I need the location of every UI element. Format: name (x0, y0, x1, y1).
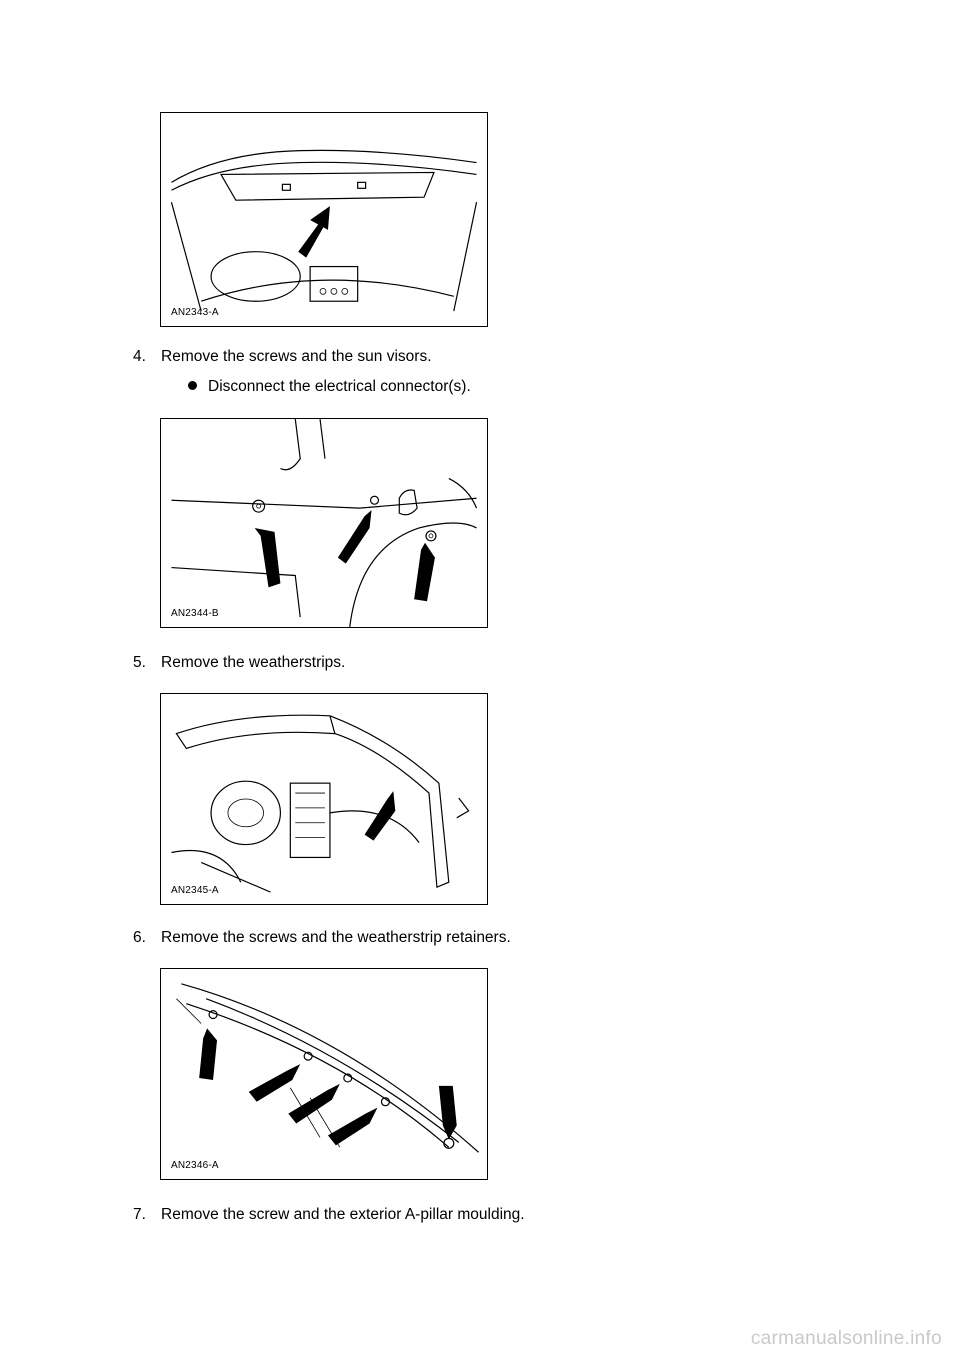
step-text: Remove the screw and the exterior A-pill… (161, 1206, 525, 1223)
figure-label: AN2343-A (171, 307, 219, 318)
step-4-bullet: Disconnect the electrical connector(s). (188, 378, 471, 396)
figure-label: AN2345-A (171, 885, 219, 896)
step-7: 7. Remove the screw and the exterior A-pi… (133, 1206, 525, 1224)
illustration-visor-screws (171, 419, 478, 627)
figure-an2345-a: AN2345-A (160, 693, 488, 905)
illustration-weatherstrip-retainers (176, 983, 479, 1153)
step-number: 6. (133, 929, 146, 946)
step-text: Remove the screws and the sun visors. (161, 348, 432, 365)
step-text: Remove the weatherstrips. (161, 654, 346, 671)
step-number: 5. (133, 654, 146, 671)
figure-label: AN2346-A (171, 1160, 219, 1171)
step-6: 6. Remove the screws and the weatherstrip… (133, 929, 511, 947)
watermark: carmanualsonline.info (750, 1328, 942, 1349)
step-number: 4. (133, 348, 146, 365)
bullet-icon (188, 381, 197, 390)
step-number: 7. (133, 1206, 146, 1223)
step-4: 4. Remove the screws and the sun visors. (133, 348, 432, 366)
bullet-text: Disconnect the electrical connector(s). (208, 378, 471, 395)
figure-an2343-a: AN2343-A (160, 112, 488, 327)
figure-an2346-a: AN2346-A (160, 968, 488, 1180)
illustration-sun-visor-area (170, 149, 478, 312)
illustration-weatherstrip (171, 714, 470, 893)
step-5: 5. Remove the weatherstrips. (133, 654, 345, 672)
step-text: Remove the screws and the weatherstrip r… (161, 929, 511, 946)
figure-an2344-b: AN2344-B (160, 418, 488, 628)
figure-label: AN2344-B (171, 608, 219, 619)
